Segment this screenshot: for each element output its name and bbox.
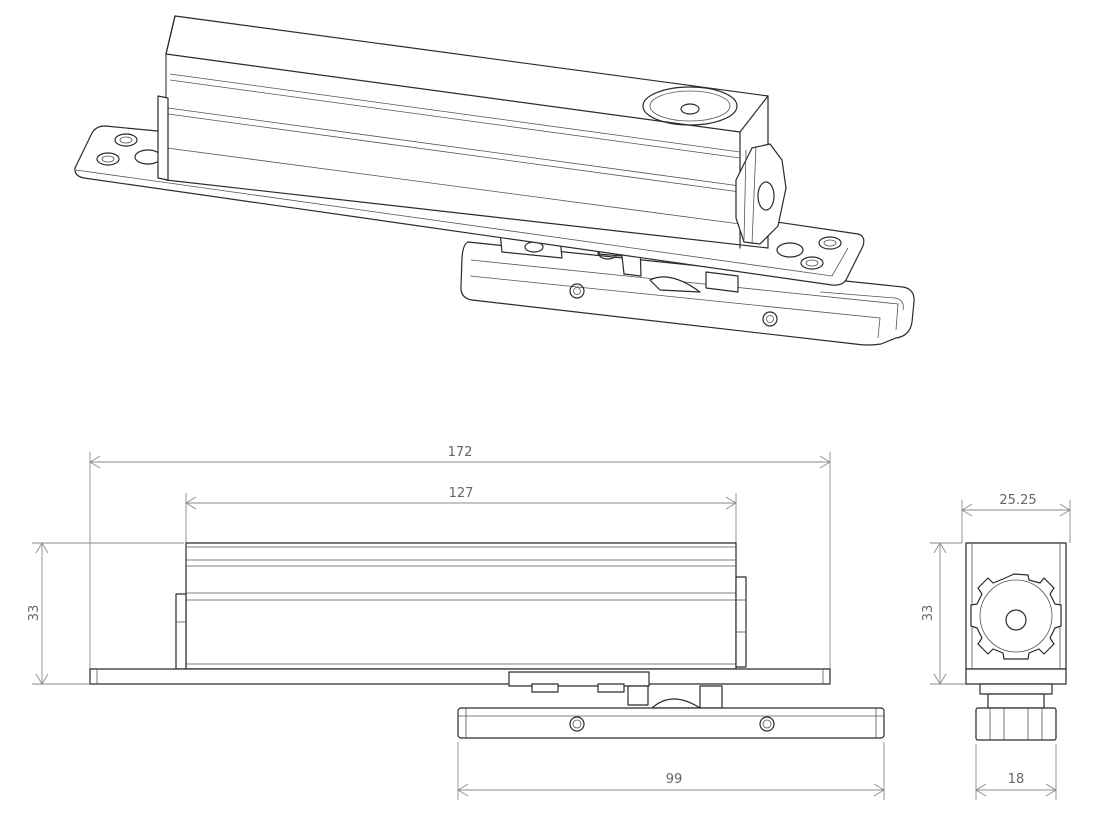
dim-body-length: 127 xyxy=(185,486,737,545)
dim-side-width: 25.25 xyxy=(961,493,1071,543)
front-view: 172 127 33 xyxy=(27,445,885,800)
side-view: 25.25 33 xyxy=(921,493,1071,800)
iso-main-body xyxy=(157,15,787,249)
front-connector xyxy=(508,671,723,709)
dim-text-side-height: 33 xyxy=(921,605,936,622)
front-base-plate xyxy=(89,668,831,685)
dim-side-bottom-width: 18 xyxy=(975,744,1057,800)
isometric-view xyxy=(74,15,915,346)
dim-overall-length: 172 xyxy=(89,445,831,672)
dim-text-overall-length: 172 xyxy=(448,445,473,460)
dim-bottom-rail-length: 99 xyxy=(457,742,885,800)
front-bottom-rail xyxy=(457,707,885,739)
dim-text-side-width: 25.25 xyxy=(999,493,1036,508)
side-body xyxy=(965,542,1067,685)
front-body xyxy=(175,542,747,670)
dim-text-front-height: 33 xyxy=(27,605,42,622)
dim-text-side-bottom-width: 18 xyxy=(1008,772,1025,787)
side-bottom-rail xyxy=(975,683,1057,741)
dim-side-height: 33 xyxy=(921,542,966,685)
dim-text-bottom-rail-length: 99 xyxy=(666,772,683,787)
dim-front-height: 33 xyxy=(27,542,184,685)
dim-text-body-length: 127 xyxy=(449,486,474,501)
